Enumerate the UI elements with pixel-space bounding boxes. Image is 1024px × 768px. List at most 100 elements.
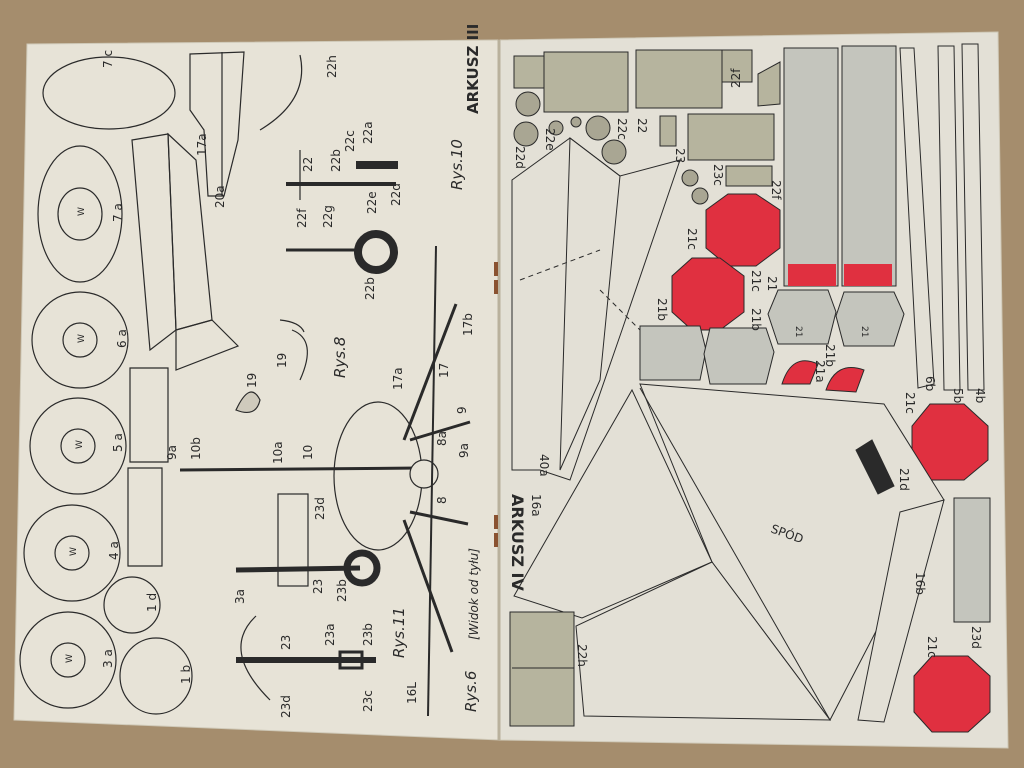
part-10b bbox=[127, 467, 163, 567]
tail-mast bbox=[427, 245, 437, 717]
rys8-leaf bbox=[235, 391, 261, 413]
panel-23 bbox=[659, 115, 677, 147]
rys11-box bbox=[277, 493, 309, 587]
part-label: 23 bbox=[673, 148, 687, 163]
part-9a bbox=[129, 367, 169, 463]
part-label: 17b bbox=[461, 313, 475, 336]
wheel-7a bbox=[37, 145, 123, 283]
panel-22f-a bbox=[513, 55, 545, 89]
circle-label-1d: 1 d bbox=[145, 593, 159, 612]
tail-10 bbox=[179, 466, 421, 472]
part-label: 23b bbox=[361, 623, 375, 646]
panel-22-side bbox=[721, 49, 753, 83]
strip-a bbox=[783, 47, 839, 287]
circle-label-6a: 6 a bbox=[115, 329, 129, 348]
label-rys11: Rys.11 bbox=[390, 607, 408, 658]
strip-6b bbox=[899, 47, 935, 389]
part-label: 22d bbox=[389, 183, 403, 206]
wing-16b bbox=[575, 561, 832, 721]
part-label: 22h bbox=[325, 55, 339, 78]
part-label: 16b bbox=[913, 572, 927, 595]
part-label: 6b bbox=[923, 376, 937, 391]
disc-1d bbox=[103, 576, 161, 634]
part-label: 10 bbox=[301, 445, 315, 460]
wing-dashed bbox=[519, 249, 641, 331]
part-label: 22b bbox=[363, 277, 377, 300]
part-label: 17 bbox=[437, 363, 451, 378]
label-rys6: Rys.6 bbox=[462, 671, 480, 712]
part-label: 20a bbox=[213, 185, 227, 208]
rys8-arc-b bbox=[279, 319, 305, 333]
part-22h-arc bbox=[259, 54, 303, 131]
part-label: 21 bbox=[859, 326, 869, 337]
part-label: 22a bbox=[361, 121, 375, 144]
circle-label-7a: 7 a bbox=[111, 203, 125, 222]
part-label: 8a bbox=[435, 431, 449, 446]
wheel-3a bbox=[19, 611, 117, 709]
circle-label-7c: 7 c bbox=[101, 50, 115, 68]
wheel-4a-inner bbox=[54, 535, 90, 571]
red-half-b bbox=[825, 367, 865, 393]
w-mark-5a: W bbox=[75, 440, 85, 449]
part-label: 22c bbox=[343, 130, 357, 152]
wing-flap bbox=[559, 137, 621, 471]
circle-label-5a: 5 a bbox=[111, 433, 125, 452]
octagon-grey-21-b bbox=[835, 291, 905, 347]
octagon-21c-a bbox=[705, 193, 781, 267]
part-label: 9 bbox=[455, 406, 469, 414]
wheel-3a-inner bbox=[50, 642, 86, 678]
part-label: 22c bbox=[615, 118, 629, 140]
rys11-wheel-23b bbox=[343, 549, 381, 587]
part-label: 22e bbox=[365, 191, 379, 214]
tail-17 bbox=[402, 303, 458, 441]
part-label: 4b bbox=[973, 388, 987, 403]
part-label: 10a bbox=[271, 441, 285, 464]
wheel-22e-a bbox=[515, 91, 541, 117]
bottom-center-line bbox=[639, 387, 831, 721]
part-label: 21b bbox=[749, 308, 763, 331]
wheel-5a bbox=[29, 397, 127, 495]
octagon-21c-d bbox=[913, 655, 991, 733]
panel-22 bbox=[635, 49, 723, 109]
tail-16 bbox=[402, 519, 454, 653]
part-label: 23a bbox=[323, 623, 337, 646]
w-mark-7a: W bbox=[77, 207, 87, 216]
part-label: 22d bbox=[513, 146, 527, 169]
strip-16b bbox=[857, 499, 945, 723]
wheel-23c-b bbox=[691, 187, 709, 205]
part-label: 22f bbox=[769, 180, 783, 200]
part-label: 10b bbox=[189, 437, 203, 460]
part-label: 21 bbox=[793, 326, 803, 337]
part-label: 23d bbox=[313, 497, 327, 520]
tail-hub bbox=[409, 459, 439, 489]
part-label: 21c bbox=[903, 392, 917, 414]
part-label: 21d bbox=[897, 468, 911, 491]
part-label: 22f bbox=[729, 68, 743, 88]
part-label: 23c bbox=[361, 690, 375, 712]
disc-1b bbox=[119, 637, 193, 715]
panel-23-main bbox=[687, 113, 775, 161]
red-half-a bbox=[781, 360, 819, 385]
tail-8 bbox=[409, 510, 469, 526]
circle-label-3a: 3 a bbox=[101, 649, 115, 668]
part-label: 19 bbox=[275, 353, 289, 368]
part-label: 22g bbox=[321, 205, 335, 228]
part-label: 16a bbox=[529, 494, 543, 517]
wheel-4a bbox=[23, 504, 121, 602]
part-strut-c bbox=[175, 319, 240, 371]
left-paper bbox=[13, 39, 501, 741]
octagon-grey-21b-a bbox=[639, 325, 707, 381]
panel-22f-b bbox=[543, 51, 629, 113]
strip-4b bbox=[961, 43, 985, 391]
panel-22f-small bbox=[725, 165, 773, 187]
strip-a-red bbox=[788, 264, 836, 286]
part-label: 21b bbox=[655, 298, 669, 321]
wheel-6a bbox=[31, 291, 129, 389]
part-label: 9a bbox=[165, 445, 179, 460]
rys11-arc-23d bbox=[240, 615, 271, 701]
part-label: 21c bbox=[685, 228, 699, 250]
part-label: 22 bbox=[635, 118, 649, 133]
part-label: 22b bbox=[329, 149, 343, 172]
part-label: 9a bbox=[457, 443, 471, 458]
